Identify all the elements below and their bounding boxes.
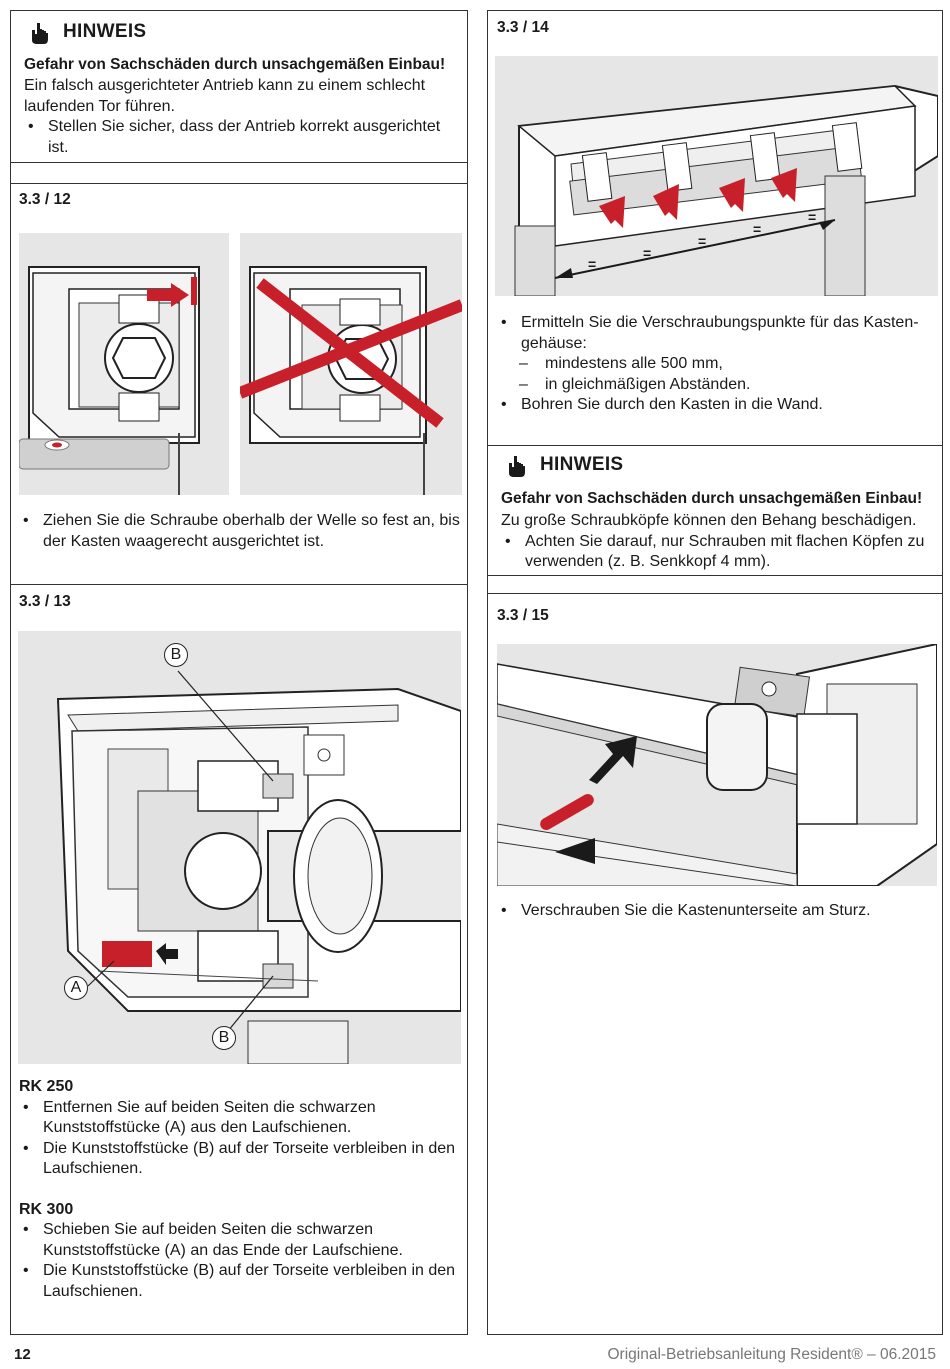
list-item: Verschrauben Sie die Kastenunterseite am… [497, 901, 937, 922]
list-item: Die Kunststoffstücke (B) auf der Torseit… [19, 1261, 463, 1302]
hinweis-warning: Gefahr von Sachschäden durch unsachgemäß… [501, 490, 923, 507]
list-item: in gleichmäßigen Abständen. [497, 375, 937, 396]
callout-b-bottom: B [212, 1026, 236, 1050]
hand-pointing-icon [509, 456, 525, 477]
step-label-14: 3.3 / 14 [497, 19, 549, 36]
hinweis-text: Zu große Schraubköpfe können den Behang … [501, 511, 931, 573]
document-title: Original-Betriebsanleitung Resident® – 0… [607, 1346, 936, 1363]
hinweis-text: Ein falsch ausgerichteter Antrieb kann z… [24, 76, 454, 158]
list-item: Achten Sie darauf, nur Schrauben mit fla… [501, 532, 931, 573]
list-item: Ziehen Sie die Schraube oberhalb der Wel… [19, 511, 463, 552]
figure-15 [497, 644, 937, 886]
figure-14 [495, 56, 938, 296]
hinweis-warning: Gefahr von Sachschäden durch unsachgemäß… [24, 56, 446, 73]
list-item: mindestens alle 500 mm, [497, 354, 937, 375]
list-item: Entfernen Sie auf beiden Seiten die schw… [19, 1098, 463, 1139]
step-14-text: Ermitteln Sie die Verschraubungspunkte f… [497, 313, 937, 416]
equal-mark: = [753, 221, 762, 237]
figure-13 [18, 631, 461, 1064]
list-item: Schieben Sie auf beiden Seiten die schwa… [19, 1220, 463, 1261]
hinweis-bullets: Stellen Sie sicher, dass der Antrieb kor… [24, 117, 454, 158]
list-item: Ermitteln Sie die Verschraubungspunkte f… [497, 313, 937, 354]
rk300-title: RK 300 [19, 1200, 74, 1218]
step-15-text: Verschrauben Sie die Kastenunterseite am… [497, 901, 937, 922]
step-label-12: 3.3 / 12 [19, 191, 71, 208]
step-12-text: Ziehen Sie die Schraube oberhalb der Wel… [19, 511, 463, 552]
list-item: Bohren Sie durch den Kasten in die Wand. [497, 395, 937, 416]
callout-a: A [64, 976, 88, 1000]
list-item: Stellen Sie sicher, dass der Antrieb kor… [24, 117, 454, 158]
list-item: Die Kunststoffstücke (B) auf der Torseit… [19, 1139, 463, 1180]
hand-pointing-icon [32, 23, 48, 44]
figure-12-right [240, 233, 462, 495]
equal-mark: = [643, 245, 652, 261]
figure-12-left [19, 233, 229, 495]
hinweis-title: HINWEIS [63, 21, 147, 42]
callout-b-top: B [164, 643, 188, 667]
equal-mark: = [588, 256, 597, 272]
hinweis-body: Ein falsch ausgerichteter Antrieb kann z… [24, 77, 426, 115]
rk250-title: RK 250 [19, 1078, 74, 1095]
equal-mark: = [808, 209, 817, 225]
hinweis-title: HINWEIS [540, 454, 624, 475]
step-label-15: 3.3 / 15 [497, 607, 549, 624]
equal-mark: = [698, 233, 707, 249]
right-column: 3.3 / 14 = = = = = Ermitte [487, 10, 943, 1335]
page-number: 12 [14, 1346, 31, 1363]
step-13-text: RK 250 Entfernen Sie auf beiden Seiten d… [19, 1077, 463, 1302]
left-column: HINWEIS Gefahr von Sachschäden durch uns… [10, 10, 468, 1335]
hinweis-body: Zu große Schraubköpfe können den Behang … [501, 512, 917, 529]
step-label-13: 3.3 / 13 [19, 593, 71, 610]
